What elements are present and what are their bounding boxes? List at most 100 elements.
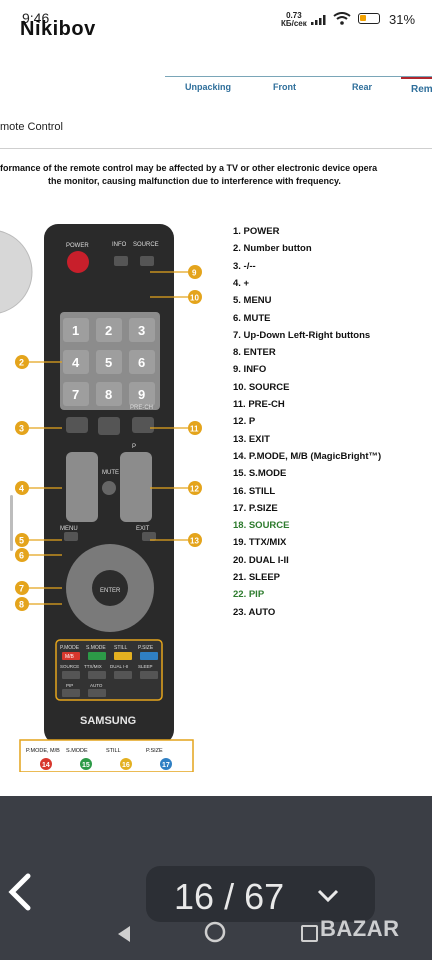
callout-12 [188,481,202,495]
red-button [62,652,80,660]
tab-remote[interactable]: Rem [401,77,432,101]
strip-number: 14 [42,762,50,769]
strip-dot-16 [120,758,132,770]
tab-front[interactable]: Front [273,82,296,92]
nav-home-icon[interactable] [204,921,226,943]
yellow-button [114,652,132,660]
callout-9 [188,265,202,279]
digit-label: 2 [105,323,112,338]
legend-item: 18. SOURCE [233,520,290,532]
watermark: BAZAR [320,916,400,941]
exit-button [142,532,156,541]
digit-label: 4 [72,355,80,370]
digit-5-button [96,350,122,374]
digit-label: 9 [138,387,145,402]
strip-dot-17 [160,758,172,770]
callout-label: 4 [19,484,24,494]
digit-0-button [98,417,120,435]
tab-unpacking[interactable]: Unpacking [185,82,232,92]
legend-item: 15. S.MODE [233,468,287,480]
digit-7-button [63,382,89,406]
remote-illustration: POWER INFO SOURCE 1234567890 PRE-CH MUTE… [0,224,202,772]
manual-tabs: Unpacking Front Rear Rem [165,76,432,99]
p-label: P [132,444,136,450]
callout-label: 11 [190,425,199,434]
nav-back-icon[interactable] [116,925,132,943]
prech-button [132,417,154,433]
still-label: STILL [114,645,128,651]
auto-label: AUTO [90,683,103,688]
info-button [114,256,128,266]
chevron-down-icon[interactable] [316,888,340,904]
mb-label: M/B [65,654,75,660]
enter-button [92,570,128,606]
document-page: Unpacking Front Rear Rem mote Control fo… [0,38,432,796]
callout-label: 7 [19,584,24,594]
legend-item: 10. SOURCE [233,381,290,393]
blue-button [140,652,158,660]
psize-label: P.SIZE [138,645,154,651]
volume-rocker [66,452,98,522]
network-speed-unit: КБ/сек [281,19,307,28]
legend-item: 20. DUAL I-II [233,554,289,566]
digit-label: 8 [105,387,112,402]
strip-dot-15 [80,758,92,770]
previous-page-icon[interactable] [4,872,34,912]
callout-4 [15,481,29,495]
legend-item: 1. POWER [233,226,280,237]
tab-rear[interactable]: Rear [352,82,373,92]
ttxmix-label: TTX/MIX [84,664,102,669]
nav-recents-icon[interactable] [301,925,318,942]
power-button [67,251,89,273]
legend-item: 23. AUTO [233,606,276,618]
page-indicator-text: 16 / 67 [174,876,284,918]
legend-item: 12. P [233,416,256,428]
info-label: INFO [112,242,127,248]
battery-icon [358,13,380,24]
callout-11 [188,421,202,435]
legend-item: 19. TTX/MIX [233,537,287,549]
warning-line-2: the monitor, causing malfunction due to … [48,176,341,186]
strip-number: 15 [82,762,90,769]
digit-label: 1 [72,323,79,338]
source-label: SOURCE [133,242,159,248]
scroll-thumb[interactable] [10,495,13,551]
callout-label: 5 [19,536,24,546]
callout-label: 9 [192,269,197,278]
strip-label: P.SIZE [146,748,163,754]
sleep-label: SLEEP [138,664,153,669]
callout-5 [15,533,29,547]
pip-label: PIP [66,683,73,688]
callout-3 [15,421,29,435]
digit-3-button [129,318,155,342]
current-page: 16 [174,876,215,917]
page-indicator[interactable]: 16 / 67 [146,866,375,922]
strip-label: STILL [106,748,121,754]
channel-rocker [120,452,152,522]
digit-4-button [63,350,89,374]
callout-label: 12 [190,485,199,494]
callout-6 [15,548,29,562]
strip-label: S.MODE [66,748,88,754]
wifi-icon [333,12,351,25]
callout-label: 8 [19,600,24,610]
legend-item: 2. Number button [233,243,312,255]
remote-brand: SAMSUNG [80,715,136,727]
menu-label: MENU [60,526,78,532]
legend-item: 17. P.SIZE [233,502,278,514]
digit-1-button [63,318,89,342]
strip-dot-14 [40,758,52,770]
status-bar: 9:46 0.73 КБ/сек 31% [0,0,432,38]
ttx-button [66,417,88,433]
enter-label: ENTER [100,588,121,594]
pmode-label: P.MODE [60,645,80,651]
callout-7 [15,581,29,595]
callout-8 [15,597,29,611]
tab-remote-label: Rem [411,84,432,95]
total-pages: 67 [244,876,285,917]
warning-line-1: formance of the remote control may be af… [0,163,378,173]
app-brand-overlay: Nikibov [20,18,96,40]
legend-item: 22. PIP [233,589,265,601]
mute-button [102,481,116,495]
strip-label: P.MODE, M/B [26,748,60,754]
